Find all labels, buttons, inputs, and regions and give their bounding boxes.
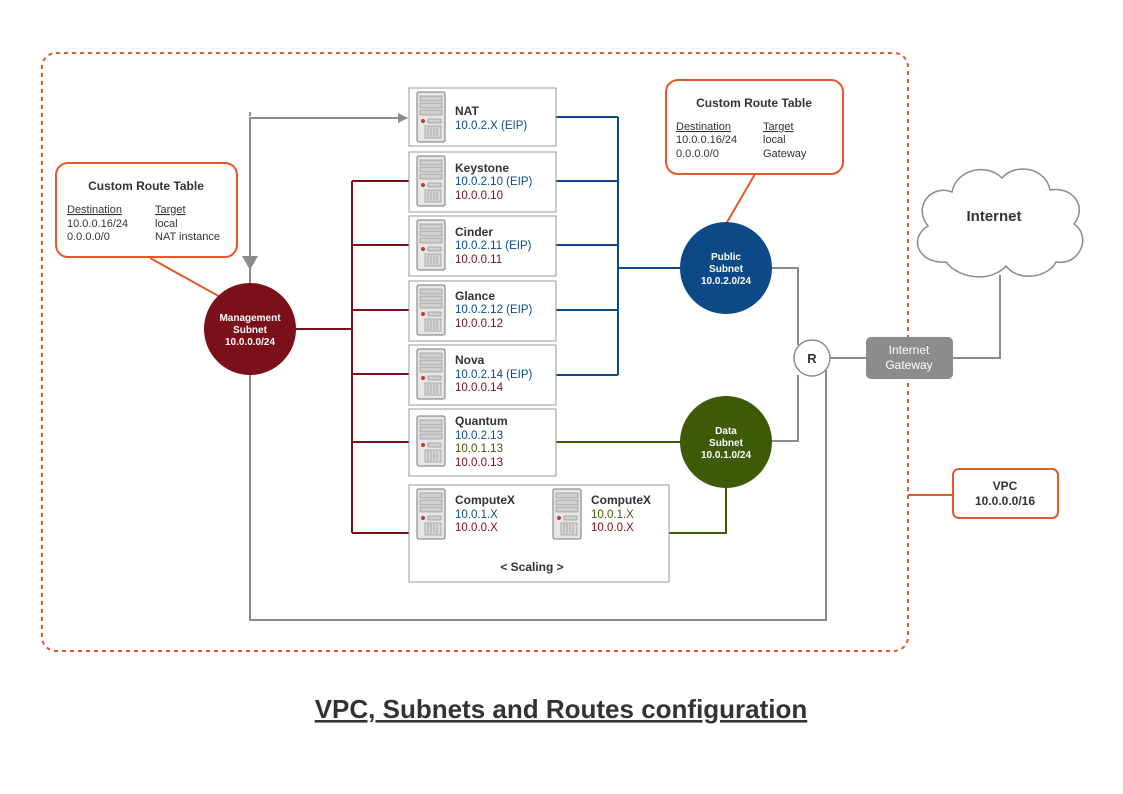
server-name: Glance	[455, 289, 495, 303]
subnet-public: Public Subnet 10.0.2.0/24	[680, 222, 772, 314]
gateway-label: Internet	[889, 343, 930, 357]
destination-header: Destination	[67, 204, 122, 216]
server-ip-management: 10.0.0.13	[455, 457, 503, 469]
route-table-title: Custom Route Table	[88, 179, 204, 193]
subnet-management: Management Subnet 10.0.0.0/24	[204, 283, 296, 375]
server-icon	[416, 415, 446, 467]
route-target: local	[763, 134, 786, 146]
server-ip-public: 10.0.2.14 (EIP)	[455, 369, 533, 381]
server-icon	[416, 488, 446, 540]
target-header: Target	[155, 204, 186, 216]
server-ip-public: 10.0.2.10 (EIP)	[455, 176, 533, 188]
server-ip-management: 10.0.0.X	[455, 522, 498, 534]
server-icon	[552, 488, 582, 540]
server-ip-public: 10.0.2.12 (EIP)	[455, 304, 533, 316]
subnet-name: Management	[219, 313, 281, 324]
subnet-name-2: Subnet	[709, 264, 744, 275]
data-links	[556, 441, 727, 534]
callout-connectors	[149, 173, 953, 496]
server-ip: 10.0.2.X (EIP)	[455, 120, 527, 132]
server-name: NAT	[455, 104, 479, 118]
server-icon	[416, 284, 446, 336]
public-links	[556, 116, 682, 376]
route-destination: 10.0.0.16/24	[676, 134, 737, 146]
server-name: Cinder	[455, 225, 493, 239]
vpc-label-box: VPC 10.0.0.0/16	[952, 468, 1059, 519]
router-label: R	[807, 351, 817, 366]
scaling-label: < Scaling >	[500, 560, 563, 574]
subnet-cidr: 10.0.0.0/24	[225, 337, 275, 348]
route-destination: 0.0.0.0/0	[67, 231, 110, 243]
route-table-management: Custom Route Table Destination Target 10…	[55, 162, 238, 258]
server-glance: Glance 10.0.2.12 (EIP) 10.0.0.12	[408, 280, 557, 342]
route-destination: 10.0.0.16/24	[67, 218, 128, 230]
subnet-name: Data	[715, 426, 737, 437]
route-destination: 0.0.0.0/0	[676, 148, 719, 160]
route-table-public: Custom Route Table Destination Target 10…	[665, 79, 844, 175]
subnet-cidr: 10.0.2.0/24	[701, 276, 751, 287]
router-node: R	[793, 339, 831, 377]
vpc-cidr: 10.0.0.0/16	[975, 494, 1035, 508]
route-target: local	[155, 218, 178, 230]
server-name: Nova	[455, 353, 485, 367]
gray-routes	[242, 112, 1001, 621]
server-ip-data: 10.0.1.13	[455, 443, 503, 455]
subnet-data: Data Subnet 10.0.1.0/24	[680, 396, 772, 488]
server-quantum: Quantum 10.0.2.13 10.0.1.13 10.0.0.13	[408, 408, 557, 477]
server-icon	[416, 91, 446, 143]
server-ip-public: 10.0.2.13	[455, 430, 503, 442]
route-target: NAT instance	[155, 231, 220, 243]
server-icon	[416, 348, 446, 400]
gateway-label-2: Gateway	[885, 358, 932, 372]
target-header: Target	[763, 121, 794, 133]
server-ip-data: 10.0.1.X	[591, 509, 634, 521]
compute-group: ComputeX 10.0.1.X 10.0.0.X ComputeX 10.0…	[408, 484, 670, 583]
server-name: ComputeX	[455, 493, 515, 507]
server-keystone: Keystone 10.0.2.10 (EIP) 10.0.0.10	[408, 151, 557, 213]
server-name: Quantum	[455, 414, 508, 428]
internet-cloud-icon: Internet	[916, 168, 1084, 278]
management-links	[296, 180, 409, 534]
route-table-title: Custom Route Table	[696, 96, 812, 110]
server-nova: Nova 10.0.2.14 (EIP) 10.0.0.14	[408, 344, 557, 406]
server-ip-data: 10.0.1.X	[455, 509, 498, 521]
server-nat: NAT 10.0.2.X (EIP)	[408, 87, 557, 147]
diagram-title: VPC, Subnets and Routes configuration	[315, 694, 808, 724]
destination-header: Destination	[676, 121, 731, 133]
subnet-name-2: Subnet	[233, 325, 268, 336]
subnet-name-2: Subnet	[709, 438, 744, 449]
server-cinder: Cinder 10.0.2.11 (EIP) 10.0.0.11	[408, 215, 557, 277]
internet-gateway: Internet Gateway	[866, 337, 953, 379]
server-ip-management: 10.0.0.11	[455, 254, 502, 266]
server-ip-management: 10.0.0.X	[591, 522, 634, 534]
internet-label: Internet	[966, 208, 1021, 225]
route-target: Gateway	[763, 148, 807, 160]
server-name: Keystone	[455, 161, 509, 175]
server-icon	[416, 219, 446, 271]
subnet-cidr: 10.0.1.0/24	[701, 450, 751, 461]
server-ip-public: 10.0.2.11 (EIP)	[455, 240, 532, 252]
server-ip-management: 10.0.0.14	[455, 382, 504, 394]
server-icon	[416, 155, 446, 207]
server-name: ComputeX	[591, 493, 651, 507]
server-ip-management: 10.0.0.12	[455, 318, 503, 330]
vpc-label: VPC	[993, 479, 1018, 493]
subnet-name: Public	[711, 252, 741, 263]
server-ip-management: 10.0.0.10	[455, 190, 503, 202]
